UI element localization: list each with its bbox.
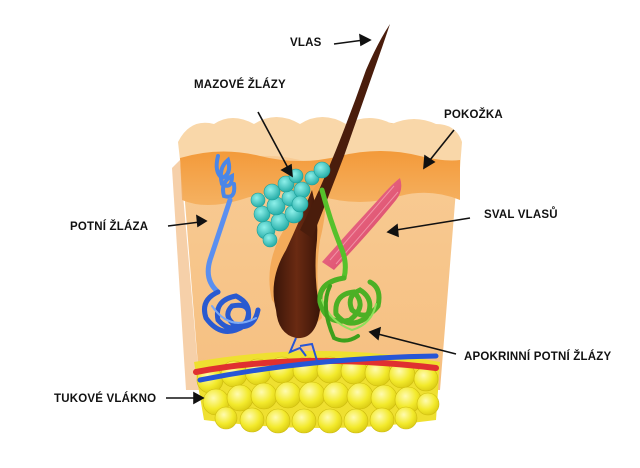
vein xyxy=(197,353,439,383)
label-vlas: VLAS xyxy=(290,37,322,49)
pointer-arrows xyxy=(166,33,471,405)
sebaceous-gland xyxy=(250,161,331,248)
sweat-gland xyxy=(202,154,261,334)
label-pokozka: POKOŽKA xyxy=(444,109,503,121)
label-tukove-vlakno: TUKOVÉ VLÁKNO xyxy=(54,393,157,405)
label-sval-vlasu: SVAL VLASŮ xyxy=(484,209,558,221)
label-potni-zlaza: POTNÍ ŽLÁZA xyxy=(70,221,149,233)
artery xyxy=(193,357,439,375)
nerve xyxy=(288,337,319,365)
apocrine-gland xyxy=(317,187,382,343)
label-apokrinni-potni-zlazy: APOKRINNÍ POTNÍ ŽLÁZY xyxy=(464,351,612,363)
hair-shaft xyxy=(300,24,390,238)
label-mazove-zlazy: MAZOVÉ ŽLÁZY xyxy=(194,79,286,91)
